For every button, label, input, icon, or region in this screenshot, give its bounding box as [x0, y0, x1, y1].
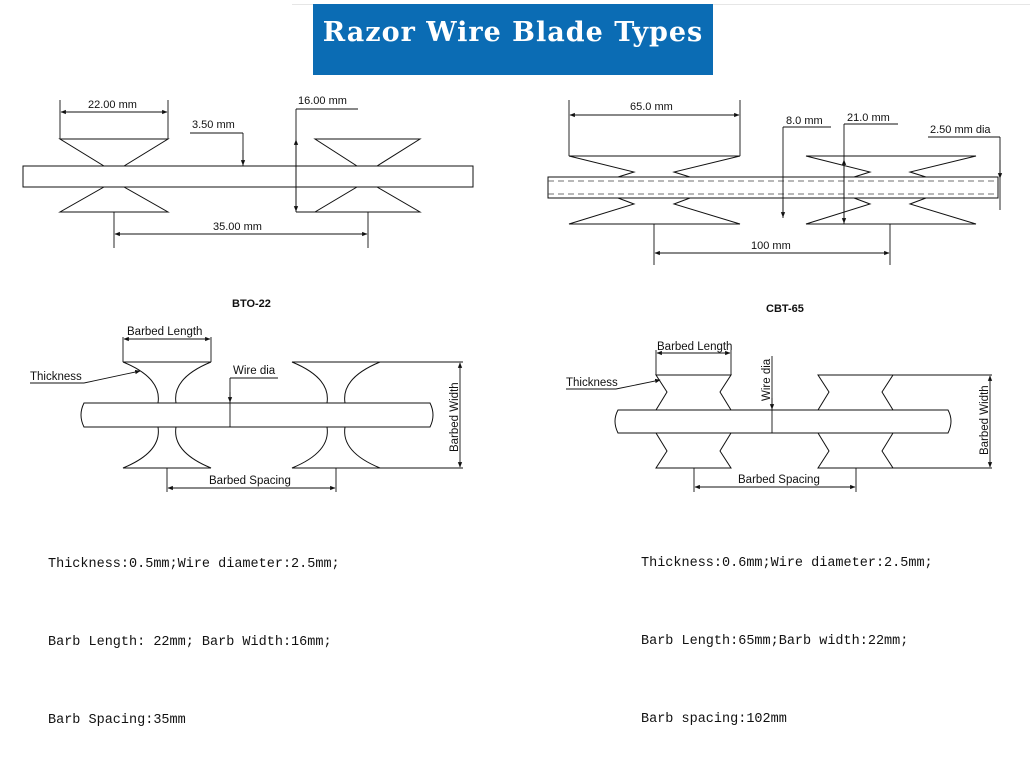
- right-schematic-barb: [817, 432, 894, 469]
- bto22-spacing-label: 35.00 mm: [213, 221, 262, 233]
- bto22-barb: [58, 138, 170, 167]
- cbt65-barb: [568, 155, 741, 178]
- left-wire-dia-label: Wire dia: [233, 365, 276, 377]
- cbt65-barb-length-label: 65.0 mm: [630, 101, 673, 113]
- bto22-barb-length-label: 22.00 mm: [88, 99, 137, 111]
- right-barbed-spacing-label: Barbed Spacing: [738, 474, 820, 486]
- cbt65-barb: [805, 197, 977, 225]
- left-barbed-width-label: Barbed Width: [449, 382, 461, 452]
- left-schematic-barb: [291, 361, 381, 404]
- cbt65-spacing-label: 100 mm: [751, 240, 791, 252]
- bto22-barb: [58, 186, 170, 213]
- left-barbed-length-label: Barbed Length: [127, 326, 202, 338]
- right-spec-line: Thickness:0.6mm;Wire diameter:2.5mm;: [641, 556, 933, 571]
- left-schematic-barb: [291, 426, 381, 469]
- left-spec-line: Thickness:0.5mm;Wire diameter:2.5mm;: [48, 557, 340, 572]
- right-schematic-wire: [614, 409, 952, 434]
- bto22-barb: [313, 186, 422, 213]
- left-schematic-barb: [122, 361, 212, 404]
- right-spec-line: Barb spacing:102mm: [641, 712, 787, 727]
- right-schematic-barb: [817, 374, 894, 411]
- right-schematic-barb: [655, 374, 732, 411]
- left-spec-line: Barb Length: 22mm; Barb Width:16mm;: [48, 635, 332, 650]
- bto22-barb: [313, 138, 422, 167]
- bto22-wire: [22, 165, 474, 188]
- cbt65-barb: [805, 155, 977, 178]
- cbt65-wire-dia-label: 2.50 mm dia: [930, 124, 991, 136]
- blade-diagrams: 22.00 mm 3.50 mm 16.00 mm 35.00 mm BTO-2…: [22, 95, 1003, 492]
- cbt65-model-name: CBT-65: [766, 303, 804, 315]
- right-specs: Thickness:0.6mm;Wire diameter:2.5mm; Bar…: [641, 499, 933, 759]
- bto22-model-name: BTO-22: [232, 298, 271, 310]
- left-thickness-label: Thickness: [30, 371, 82, 383]
- cbt65-wire: [547, 176, 999, 199]
- right-schematic: Barbed Length Thickness Wire dia Barbed …: [566, 341, 993, 492]
- title-banner: Razor Wire Blade Types: [313, 4, 713, 75]
- left-schematic-wire: [80, 402, 434, 428]
- cbt65-drawing: 65.0 mm 8.0 mm 21.0 mm 2.50 mm dia 100 m…: [547, 100, 1003, 315]
- left-barbed-spacing-label: Barbed Spacing: [209, 475, 291, 487]
- left-specs: Thickness:0.5mm;Wire diameter:2.5mm; Bar…: [48, 500, 340, 760]
- page-title: Razor Wire Blade Types: [322, 17, 704, 48]
- right-thickness-label: Thickness: [566, 377, 618, 389]
- left-schematic: Barbed Length Thickness Wire dia Barbed …: [30, 326, 463, 492]
- bto22-thickness-label: 3.50 mm: [192, 119, 235, 131]
- bto22-drawing: 22.00 mm 3.50 mm 16.00 mm 35.00 mm BTO-2…: [22, 95, 474, 310]
- right-barbed-length-label: Barbed Length: [657, 341, 732, 353]
- cbt65-barb: [568, 197, 741, 225]
- bto22-width-label: 16.00 mm: [298, 95, 347, 107]
- left-spec-line: Barb Spacing:35mm: [48, 713, 186, 728]
- left-schematic-barb: [122, 426, 212, 469]
- cbt65-width-label: 21.0 mm: [847, 112, 890, 124]
- right-schematic-barb: [655, 432, 732, 469]
- right-wire-dia-label: Wire dia: [761, 358, 773, 401]
- cbt65-thickness-label: 8.0 mm: [786, 115, 823, 127]
- right-barbed-width-label: Barbed Width: [979, 385, 991, 455]
- right-spec-line: Barb Length:65mm;Barb width:22mm;: [641, 634, 909, 649]
